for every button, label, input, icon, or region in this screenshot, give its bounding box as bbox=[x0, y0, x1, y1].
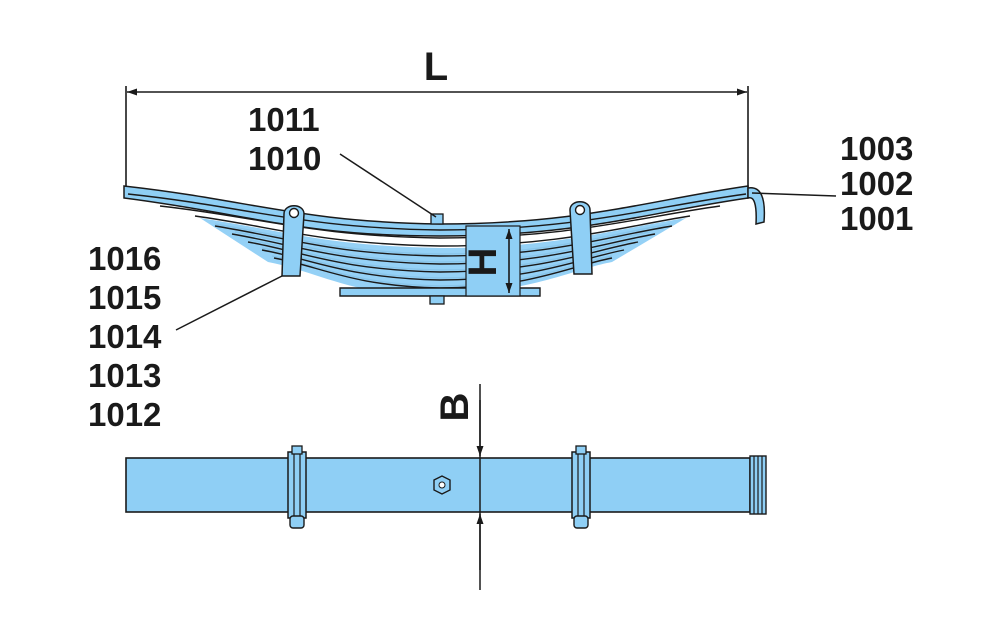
part-label-1015: 1015 bbox=[88, 279, 161, 316]
part-label-1001: 1001 bbox=[840, 200, 913, 237]
leaf-stack-fill bbox=[200, 218, 686, 296]
right-clip bbox=[569, 201, 593, 275]
part-label-1012: 1012 bbox=[88, 396, 161, 433]
part-label-1011: 1011 bbox=[248, 101, 320, 138]
left-clip-bolt bbox=[288, 207, 300, 219]
part-label-1010: 1010 bbox=[248, 140, 321, 177]
part-label-1014: 1014 bbox=[88, 318, 162, 355]
center-bolt-head bbox=[430, 213, 444, 225]
part-label-1003: 1003 bbox=[840, 130, 913, 167]
labels-top-center: 1011 1010 bbox=[248, 101, 321, 177]
top-right-clip-nut bbox=[573, 515, 589, 529]
right-clip-bolt bbox=[574, 204, 586, 216]
labels-right: 1003 1002 1001 bbox=[840, 130, 913, 237]
length-label: L bbox=[424, 45, 448, 89]
top-view-body bbox=[125, 457, 751, 513]
part-label-1013: 1013 bbox=[88, 357, 161, 394]
leader-1014 bbox=[175, 275, 283, 331]
top-left-clip-nut bbox=[289, 515, 305, 529]
part-label-1002: 1002 bbox=[840, 165, 913, 202]
labels-left: 1016 1015 1014 1013 1012 bbox=[88, 240, 162, 433]
side-view: H bbox=[123, 185, 766, 305]
top-left-clip bbox=[287, 445, 307, 529]
left-clip bbox=[281, 205, 305, 277]
length-dimension: L bbox=[125, 45, 749, 190]
part-label-1016: 1016 bbox=[88, 240, 161, 277]
leader-1010 bbox=[339, 153, 437, 218]
spring-eye-hook bbox=[747, 187, 766, 225]
width-label: B bbox=[433, 393, 477, 422]
leader-1001 bbox=[751, 192, 837, 197]
top-view: B bbox=[125, 384, 767, 590]
center-bolt-nut bbox=[429, 295, 445, 305]
top-right-clip bbox=[571, 445, 591, 529]
height-label: H bbox=[461, 248, 505, 277]
